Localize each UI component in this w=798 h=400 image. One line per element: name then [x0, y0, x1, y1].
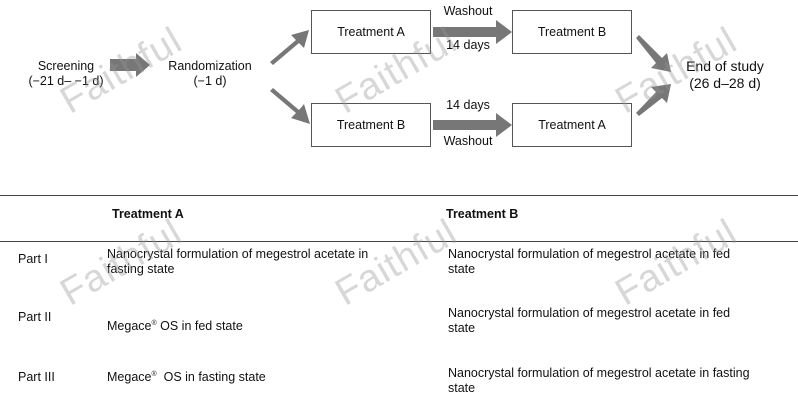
megace-brand: Megace: [107, 370, 152, 384]
top-box-1-label: Treatment A: [337, 25, 405, 39]
row-2-a-rest: OS in fed state: [156, 319, 243, 333]
header-treatment-a: Treatment A: [112, 207, 184, 221]
arrow-bottom-to-end: [636, 84, 671, 116]
washout-bottom-label: Washout: [443, 134, 493, 148]
table-row-part-3-b: Nanocrystal formulation of megestrol ace…: [448, 366, 750, 395]
table-row-part-1-label: Part I: [18, 252, 48, 266]
screening-range: (−21 d– −1 d): [28, 74, 104, 88]
bottom-box-2-label: Treatment A: [538, 118, 606, 132]
arrow-screening-to-randomization: [110, 53, 150, 77]
arrow-bottom-washout: [433, 113, 512, 137]
randomization-label: Randomization: [168, 59, 252, 73]
table-row-part-3-label: Part III: [18, 370, 55, 384]
table-top-rule: [0, 195, 798, 196]
megace-brand: Megace: [107, 319, 152, 333]
washout-top-label: Washout: [443, 4, 493, 18]
top-treatment-a-box: Treatment A: [311, 10, 431, 54]
table-row-part-1-a: Nanocrystal formulation of megestrol ace…: [107, 247, 369, 276]
header-treatment-b: Treatment B: [446, 207, 519, 221]
table-row-part-2-label: Part II: [18, 310, 52, 324]
arrow-top-to-end: [636, 35, 671, 72]
end-of-study-node: End of study (26 d–28 d): [672, 58, 778, 92]
bottom-treatment-a-box: Treatment A: [512, 103, 632, 147]
randomization-node: Randomization (−1 d): [157, 59, 263, 89]
arrow-top-washout: [433, 20, 512, 44]
top-treatment-b-box: Treatment B: [512, 10, 632, 54]
end-of-study-label: End of study: [686, 58, 764, 74]
bottom-box-1-label: Treatment B: [336, 118, 406, 132]
registered-mark: ®: [151, 319, 157, 327]
bottom-treatment-b-box: Treatment B: [311, 103, 431, 147]
arrow-randomization-to-bottom: [270, 88, 310, 124]
randomization-range: (−1 d): [193, 74, 227, 88]
registered-mark: ®: [151, 370, 157, 378]
table-row-part-2-a: Megace® OS in fed state: [107, 319, 407, 334]
row-3-a-rest: OS in fasting state: [156, 370, 266, 384]
screening-label: Screening: [37, 59, 95, 73]
days-bottom-label: 14 days: [446, 98, 490, 112]
flow-arrows: [110, 20, 671, 137]
table-row-part-1-b: Nanocrystal formulation of megestrol ace…: [448, 247, 731, 276]
arrow-randomization-to-top: [270, 30, 309, 65]
table-row-part-3-a: Megace® OS in fasting state: [107, 370, 407, 385]
end-of-study-range: (26 d–28 d): [689, 75, 761, 91]
top-box-2-label: Treatment B: [537, 25, 607, 39]
screening-node: Screening (−21 d– −1 d): [24, 59, 108, 89]
table-header-rule: [0, 241, 798, 242]
table-row-part-2-b: Nanocrystal formulation of megestrol ace…: [448, 306, 731, 335]
days-top-label: 14 days: [446, 38, 490, 52]
